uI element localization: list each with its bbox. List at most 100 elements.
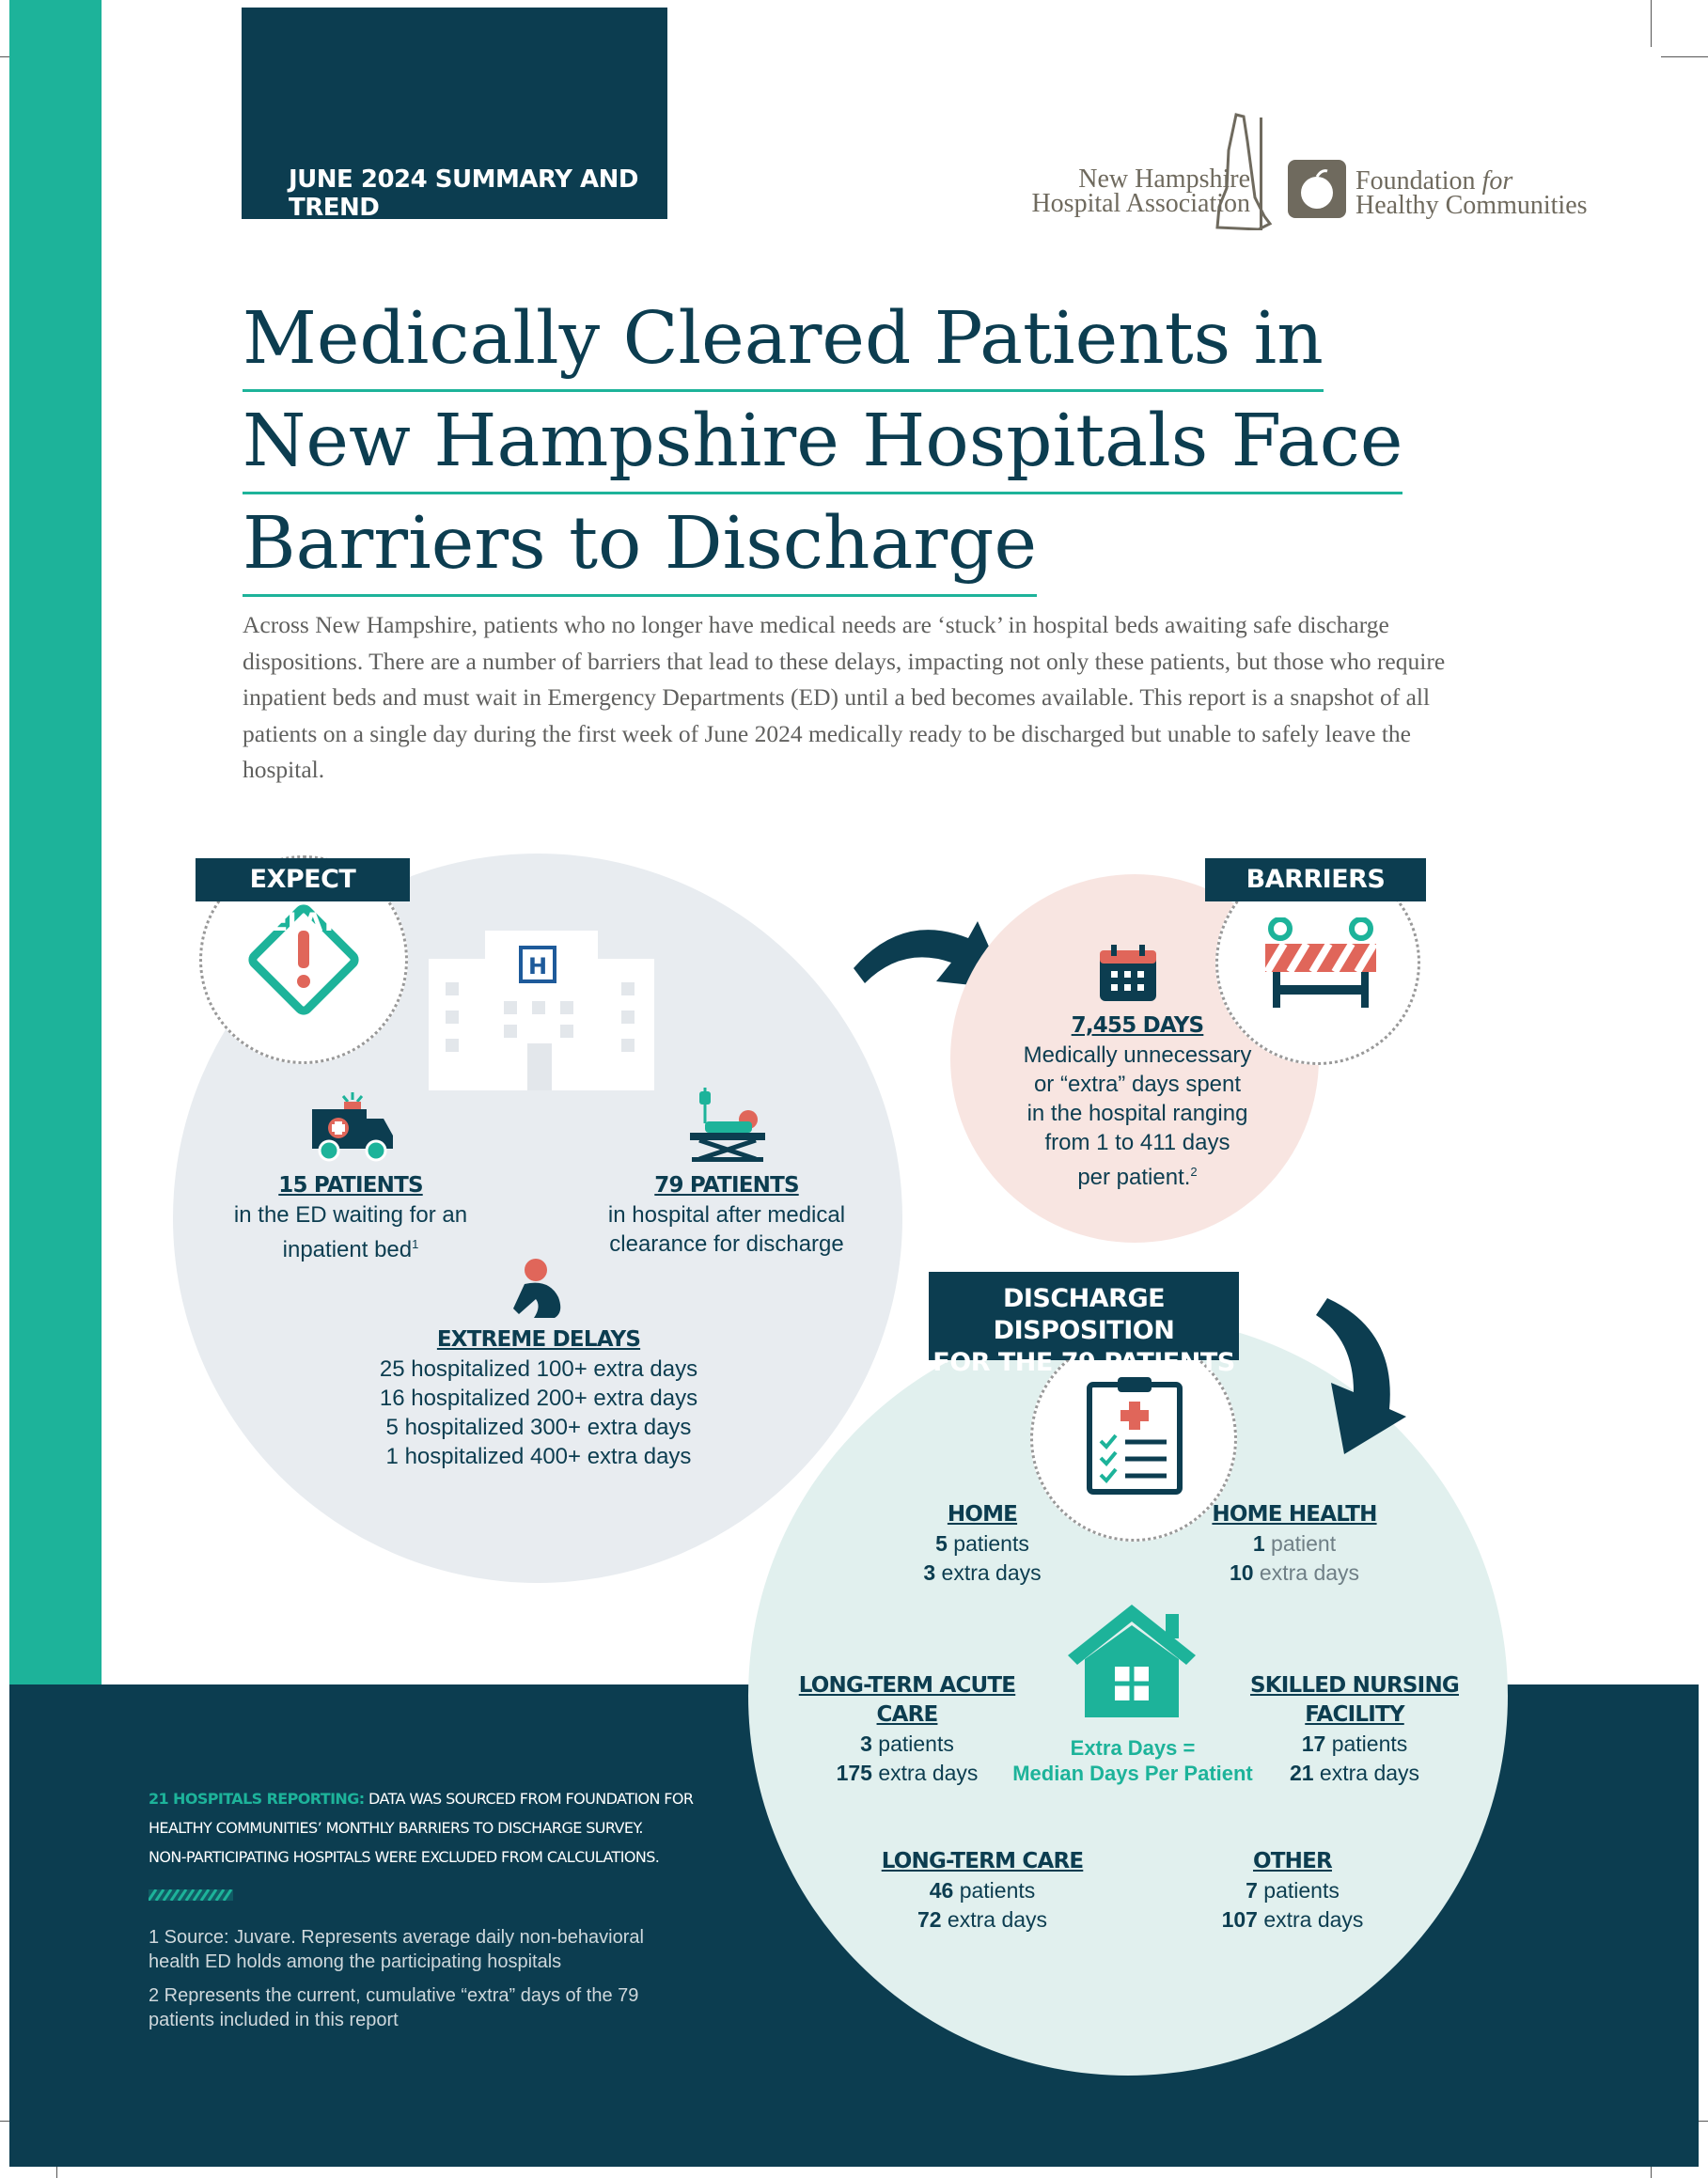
disposition-days-label: extra days bbox=[935, 1560, 1042, 1585]
logo-divider bbox=[1260, 118, 1262, 230]
summary-label: JUNE 2024 SUMMARY AND TREND bbox=[289, 165, 638, 222]
disposition-days: 10 bbox=[1229, 1560, 1254, 1585]
title-line-3: Barriers to Discharge bbox=[243, 494, 1038, 597]
disposition-snf: SKILLED NURSING FACILITY 17 patients 21 … bbox=[1218, 1671, 1491, 1788]
header-logos: New Hampshire Hospital Association Found… bbox=[987, 113, 1598, 235]
clipboard-icon bbox=[1087, 1377, 1183, 1495]
reporting-bold: 21 HOSPITALS REPORTING: bbox=[149, 1790, 365, 1808]
disposition-home-health: HOME HEALTH 1 patient 10 extra days bbox=[1186, 1500, 1402, 1588]
fhc-logo: Foundation for Healthy Communities bbox=[1355, 166, 1619, 220]
disposition-patients-label: patients bbox=[953, 1878, 1036, 1903]
disposition-tag-line2: FOR THE 79 PATIENTS bbox=[932, 1348, 1235, 1377]
disposition-heading: HOME bbox=[947, 1502, 1018, 1527]
expect-delays-tag: EXPECT DELAYS bbox=[196, 858, 410, 937]
disposition-days-label: extra days bbox=[1253, 1560, 1360, 1585]
median-note: Extra Days = Median Days Per Patient bbox=[1006, 1735, 1260, 1786]
hatch-divider bbox=[149, 1889, 233, 1901]
median-note-line1: Extra Days = bbox=[1070, 1736, 1196, 1760]
extreme-delays-line: 5 hospitalized 300+ extra days bbox=[385, 1415, 692, 1440]
barrier-days-sup: 2 bbox=[1190, 1165, 1198, 1179]
disposition-days-label: extra days bbox=[1313, 1761, 1420, 1785]
hospital-bed-icon bbox=[690, 1088, 765, 1162]
crop-mark bbox=[1651, 0, 1652, 47]
disposition-patients-label: patient bbox=[1264, 1531, 1337, 1556]
disposition-days-label: extra days bbox=[941, 1907, 1048, 1932]
barrier-days-line: or “extra” days spent bbox=[1033, 1072, 1242, 1097]
curved-arrow-down-icon bbox=[1316, 1298, 1406, 1454]
reporting-text: NON-PARTICIPATING HOSPITALS WERE EXCLUDE… bbox=[149, 1848, 660, 1866]
disposition-patients-label: patients bbox=[1325, 1731, 1408, 1756]
nhha-logo: New Hampshire Hospital Association bbox=[1015, 165, 1250, 218]
crop-mark bbox=[1661, 56, 1708, 57]
nhha-line2: Hospital Association bbox=[1031, 189, 1250, 218]
barrier-days-line: in the hospital ranging bbox=[1026, 1101, 1248, 1126]
disposition-days: 175 bbox=[836, 1761, 872, 1785]
reporting-text: HEALTHY COMMUNITIES’ MONTHLY BARRIERS TO… bbox=[149, 1819, 643, 1837]
disposition-patients: 5 bbox=[935, 1531, 948, 1556]
disposition-patients: 3 bbox=[860, 1731, 872, 1756]
ed-patients-stat: 15 PATIENTS in the ED waiting for an inp… bbox=[210, 1171, 492, 1264]
median-note-line2: Median Days Per Patient bbox=[1012, 1762, 1253, 1785]
extreme-delays-line: 1 hospitalized 400+ extra days bbox=[385, 1444, 692, 1469]
extreme-delays-stat: EXTREME DELAYS 25 hospitalized 100+ extr… bbox=[351, 1325, 727, 1471]
disposition-tag: DISCHARGE DISPOSITION FOR THE 79 PATIENT… bbox=[929, 1272, 1239, 1377]
footnote-1: health ED holds among the participating … bbox=[149, 1951, 562, 1972]
ed-patients-line2: inpatient bed bbox=[282, 1237, 413, 1262]
footnote-2: patients included in this report bbox=[149, 2010, 399, 2030]
hospital-patients-stat: 79 PATIENTS in hospital after medical cl… bbox=[586, 1171, 868, 1259]
page-title: Medically Cleared Patients in New Hampsh… bbox=[243, 290, 1530, 597]
disposition-heading: HOME HEALTH bbox=[1212, 1502, 1377, 1527]
hospital-patients-line1: in hospital after medical bbox=[607, 1202, 846, 1228]
disposition-days: 107 bbox=[1221, 1907, 1258, 1932]
clipboard-icon-circle bbox=[1030, 1335, 1237, 1542]
disposition-heading: LONG-TERM CARE bbox=[881, 1849, 1084, 1873]
ed-patients-line1: in the ED waiting for an bbox=[233, 1202, 468, 1228]
disposition-patients: 17 bbox=[1301, 1731, 1326, 1756]
reporting-text: DATA WAS SOURCED FROM FOUNDATION FOR bbox=[364, 1790, 694, 1808]
footnote-1: 1 Source: Juvare. Represents average dai… bbox=[149, 1927, 644, 1948]
intro-paragraph: Across New Hampshire, patients who no lo… bbox=[243, 611, 1446, 783]
barrier-days-heading: 7,455 DAYS bbox=[1071, 1013, 1204, 1038]
extreme-delays-line: 16 hospitalized 200+ extra days bbox=[379, 1386, 698, 1411]
fhc-for: for bbox=[1481, 166, 1513, 196]
footnote-2: 2 Represents the current, cumulative “ex… bbox=[149, 1985, 639, 2006]
extreme-delays-line: 25 hospitalized 100+ extra days bbox=[379, 1356, 698, 1382]
barrier-days-line: per patient. bbox=[1077, 1165, 1191, 1190]
new-hampshire-map-icon bbox=[1215, 113, 1273, 230]
calendar-icon bbox=[1100, 945, 1156, 1001]
disposition-days: 21 bbox=[1289, 1761, 1314, 1785]
road-barrier-icon bbox=[1263, 917, 1378, 1008]
disposition-days-label: extra days bbox=[1257, 1907, 1364, 1932]
nhha-line1: New Hampshire bbox=[1078, 165, 1250, 194]
fhc-line2: Healthy Communities bbox=[1355, 191, 1588, 220]
side-accent-bar bbox=[9, 0, 102, 1684]
fhc-line1: Foundation bbox=[1355, 166, 1482, 196]
title-line-2: New Hampshire Hospitals Face bbox=[243, 392, 1403, 494]
barrier-days-stat: 7,455 DAYS Medically unnecessary or “ext… bbox=[996, 1011, 1278, 1192]
svg-text:H: H bbox=[528, 953, 547, 979]
disposition-patients: 46 bbox=[929, 1878, 954, 1903]
house-icon bbox=[1068, 1605, 1196, 1717]
barriers-tag: BARRIERS bbox=[1205, 858, 1426, 901]
disposition-patients-label: patients bbox=[1257, 1878, 1340, 1903]
disposition-ltc: LONG-TERM CARE 46 patients 72 extra days bbox=[865, 1847, 1100, 1935]
warning-icon bbox=[248, 904, 359, 1015]
title-line-1: Medically Cleared Patients in bbox=[243, 290, 1324, 392]
ambulance-icon bbox=[312, 1092, 393, 1162]
extreme-delays-heading: EXTREME DELAYS bbox=[436, 1327, 641, 1352]
disposition-heading: OTHER bbox=[1253, 1849, 1333, 1873]
apple-logo-icon bbox=[1288, 160, 1346, 218]
hospital-patients-heading: 79 PATIENTS bbox=[654, 1173, 799, 1198]
disposition-other: OTHER 7 patients 107 extra days bbox=[1184, 1847, 1401, 1935]
disposition-ltac: LONG-TERM ACUTE CARE 3 patients 175 extr… bbox=[771, 1671, 1043, 1788]
barrier-days-line: from 1 to 411 days bbox=[1044, 1130, 1230, 1155]
disposition-days: 3 bbox=[923, 1560, 936, 1585]
disposition-patients-label: patients bbox=[871, 1731, 954, 1756]
disposition-patients: 7 bbox=[1246, 1878, 1258, 1903]
reporting-note: 21 HOSPITALS REPORTING: DATA WAS SOURCED… bbox=[149, 1784, 694, 1872]
ed-patients-heading: 15 PATIENTS bbox=[278, 1173, 423, 1198]
footnotes: 1 Source: Juvare. Represents average dai… bbox=[149, 1925, 644, 2032]
disposition-days: 72 bbox=[917, 1907, 942, 1932]
disposition-days-label: extra days bbox=[871, 1761, 979, 1785]
curved-arrow-icon bbox=[854, 921, 1008, 989]
